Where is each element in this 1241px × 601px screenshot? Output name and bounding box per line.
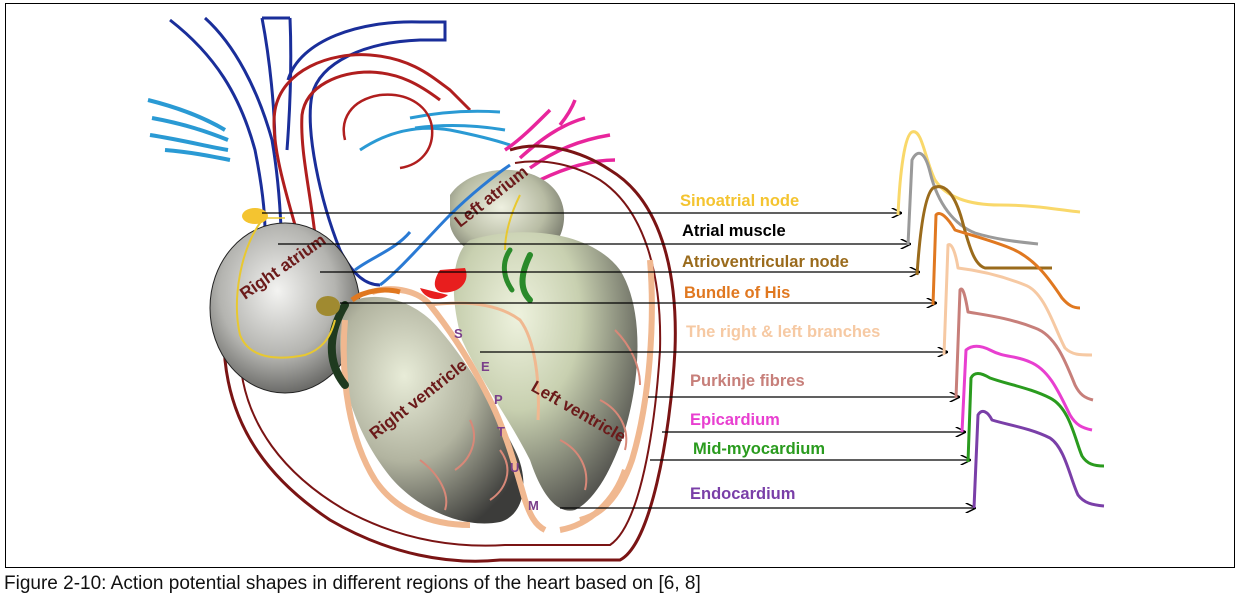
septum-letter-m: M xyxy=(528,498,539,513)
label-epicardium: Epicardium xyxy=(690,411,780,430)
trace-mid-myocardium xyxy=(968,374,1104,467)
septum-letter-e: E xyxy=(481,359,490,374)
septum-letter-p: P xyxy=(494,392,503,407)
label-purkinje-fibres: Purkinje fibres xyxy=(690,372,805,391)
septum-letter-u: U xyxy=(510,460,519,475)
label-sinoatrial-node: Sinoatrial node xyxy=(680,192,799,211)
septum-letter-t: T xyxy=(497,424,505,439)
label-endocardium: Endocardium xyxy=(690,485,795,504)
septum-letter-s: S xyxy=(454,326,463,341)
action-potential-traces xyxy=(898,132,1104,508)
atrioventricular-node xyxy=(316,296,340,316)
label-branches: The right & left branches xyxy=(686,323,880,342)
label-mid-myocardium: Mid-myocardium xyxy=(693,440,825,459)
trace-bundle-his xyxy=(933,213,1080,308)
sinoatrial-node xyxy=(242,208,268,224)
label-bundle-of-his: Bundle of His xyxy=(684,284,790,303)
label-atrioventricular-node: Atrioventricular node xyxy=(682,253,849,272)
figure-caption: Figure 2-10: Action potential shapes in … xyxy=(4,573,701,595)
label-atrial-muscle: Atrial muscle xyxy=(682,222,786,241)
